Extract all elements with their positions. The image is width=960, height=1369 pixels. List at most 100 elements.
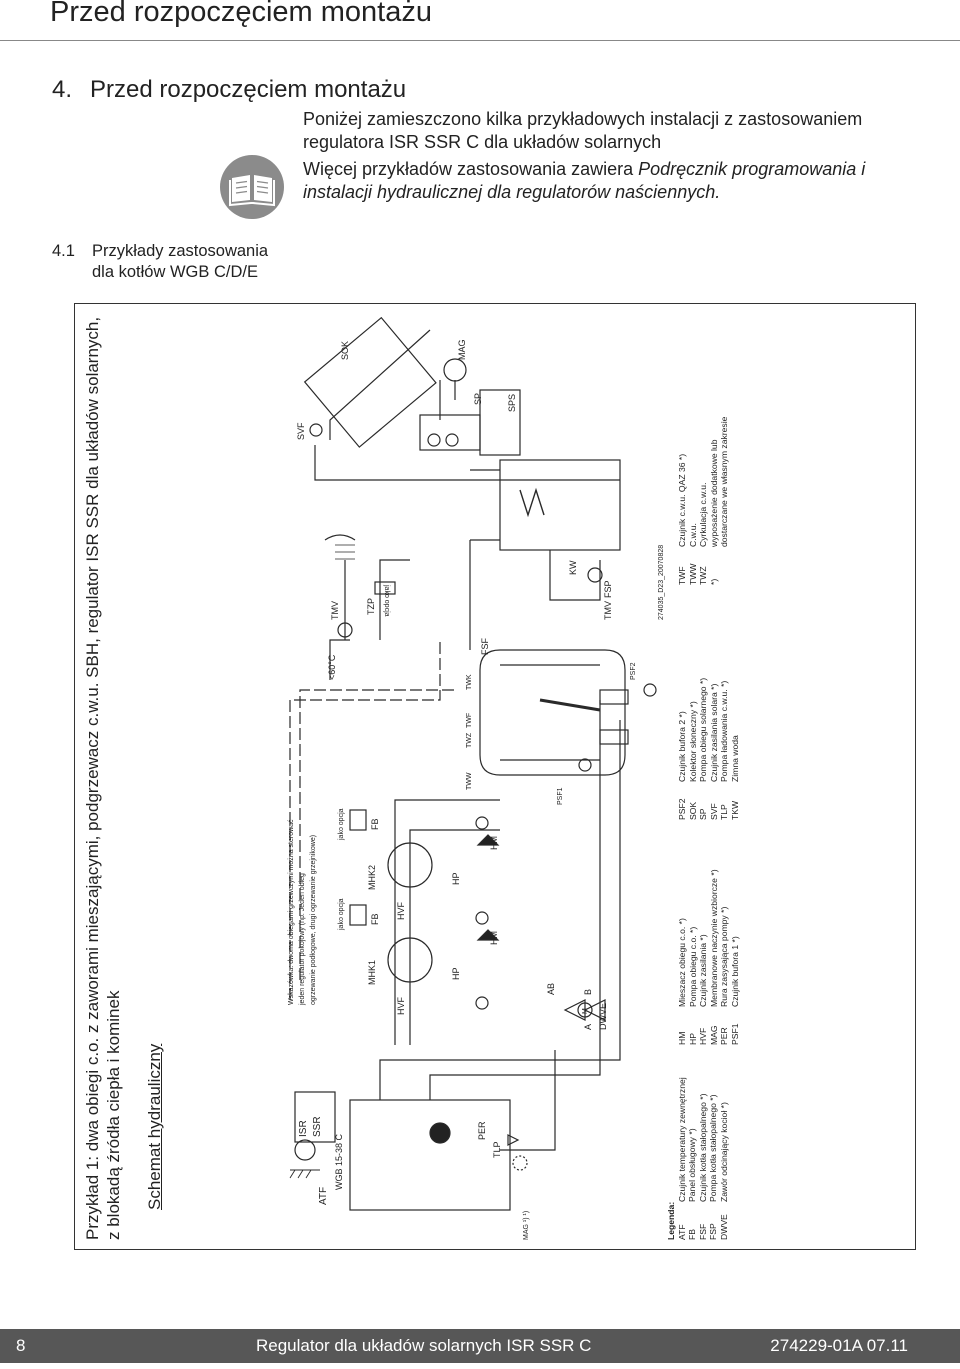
tww-label: TWW	[466, 772, 473, 791]
manual-reference: Podręcznik programowania i instalacji hy…	[303, 159, 866, 202]
legend-item: FSPPompa kotła stałopalnego *)	[708, 1094, 718, 1241]
option-label-3: jako opcja	[383, 585, 390, 617]
example-caption-line-2: z blokadą źródła ciepła i kominek	[104, 990, 123, 1240]
subsection-line-2: dla kotłów WGB C/D/E	[92, 263, 258, 281]
valve-m-label: M	[582, 1008, 589, 1014]
hvf-label-1: HVF	[396, 997, 406, 1015]
mag-label-2: MAG	[457, 339, 467, 360]
kw-label: KW	[568, 560, 578, 576]
legend-item: TWFCzujnik c.w.u. QAZ 36 *)	[677, 453, 687, 585]
dwve-label: DWVE	[598, 1003, 608, 1030]
subsection-number: 4.1	[52, 242, 75, 260]
controller-box	[294, 1091, 336, 1143]
footer-document-title: Regulator dla układów solarnych ISR SSR …	[256, 1336, 592, 1355]
per-pump	[429, 1122, 451, 1144]
tmv-label-2: TMV	[603, 601, 613, 620]
hm-label-2: HM	[489, 836, 499, 850]
running-header-title: Przed rozpoczęciem montażu	[50, 0, 432, 28]
legend-item: FBPanel obsługowy *)	[687, 1128, 697, 1240]
diagram-note-line-3: ogrzewanie podłogowe, drugi ogrzewanie g…	[310, 834, 317, 1005]
isr-label: ISR	[298, 1120, 309, 1137]
legend-heading: Legenda:	[666, 1201, 676, 1240]
example-caption-line-1: Przykład 1: dwa obiegi c.o. z zaworami m…	[83, 316, 102, 1240]
sps-label: SPS	[507, 393, 517, 412]
buffer-tank	[479, 649, 626, 776]
legend-item: HPPompa obiegu c.o. *)	[687, 926, 698, 1045]
mhk1-circle	[387, 937, 433, 983]
fsp-label: FSP	[603, 580, 613, 598]
intro-paragraph-2: Więcej przykładów zastosowania zawiera P…	[303, 158, 923, 204]
boiler-outline	[349, 1099, 511, 1211]
book-icon	[220, 155, 284, 219]
header-divider	[0, 40, 960, 41]
legend-item: PERRura zasysająca pompy *)	[719, 906, 729, 1045]
legend-col-3: PSF2Czujnik bufora 2 *) SOKKolektor słon…	[677, 630, 740, 820]
diagram-note-line-2: jeden regulator pokojowy (np. Jeden obie…	[299, 873, 306, 1005]
section-heading: Przed rozpoczęciem montażu	[90, 76, 407, 103]
solar-collector	[303, 316, 437, 448]
mhk2-label: MHK2	[367, 864, 377, 890]
tlp-label: TLP	[492, 1141, 502, 1158]
diagram-note: Wskazówka: dwoma obiegami grzewczymi moż…	[286, 819, 319, 1005]
drawing-code: 274035_D23_20070828	[658, 544, 665, 620]
dwve-motor	[577, 1002, 593, 1018]
svf-label: SVF	[296, 422, 306, 440]
twf-label: TWF	[466, 712, 473, 728]
mhk2-circle	[387, 842, 433, 888]
mag-label-1: MAG ¹) ¹)	[523, 1210, 530, 1240]
page-number: 8	[16, 1336, 26, 1355]
subsection-title: 4.1 Przykłady zastosowania dla kotłów WGB…	[52, 241, 268, 283]
sok-label: SOK	[340, 340, 350, 360]
legend-item: TKWZimna woda	[729, 735, 740, 820]
hp-label-1: HP	[451, 967, 461, 980]
legend-item: TWWC.w.u.	[687, 523, 698, 585]
sps-box	[479, 389, 521, 456]
legend-item: SOKKolektor słoneczny *)	[687, 701, 698, 820]
valve-b-label: B	[583, 988, 593, 995]
legend-item: TLPPompa ładowania c.w.u. *)	[719, 680, 729, 820]
option-label-2: jako opcja	[338, 808, 345, 840]
hydraulic-diagram-frame	[74, 303, 916, 1250]
legend-item: PSF1Czujnik bufora 1 *)	[729, 936, 740, 1045]
schema-title: Schemat hydrauliczny	[145, 1043, 164, 1210]
fsf-label: FSF	[480, 638, 490, 655]
valve-ab-label: AB	[546, 982, 556, 995]
section-title: 4. Przed rozpoczęciem montażu	[52, 76, 406, 104]
legend-col-2: HMMieszacz obiegu c.o. *) HPPompa obiegu…	[677, 855, 740, 1045]
fb-label-1: FB	[370, 913, 380, 925]
diagram-note-line-1: Wskazówka: dwoma obiegami grzewczymi moż…	[288, 819, 295, 1005]
ssr-label: SSR	[312, 1116, 323, 1137]
atf-label: ATF	[318, 1186, 329, 1205]
legend-item: FSFCzujnik kotła stałopalnego *)	[697, 1093, 708, 1240]
hm-label-1: HM	[489, 931, 499, 945]
legend-item: HMMieszacz obiegu c.o. *)	[677, 918, 687, 1045]
legend-item: SVFCzujnik zasilania solara *)	[708, 683, 719, 820]
legend-col-4: TWFCzujnik c.w.u. QAZ 36 *) TWWC.w.u. TW…	[677, 385, 730, 585]
solar-station	[419, 414, 481, 451]
example-caption: Przykład 1: dwa obiegi c.o. z zaworami m…	[82, 317, 124, 1240]
legend-item: MAGMembranowe naczynie wzbiorcze *)	[708, 869, 719, 1045]
boiler-label: WGB 15-38 C	[334, 1133, 344, 1190]
legend-item: PSF2Czujnik bufora 2 *)	[677, 711, 687, 820]
fb-label-2: FB	[370, 818, 380, 830]
mhk1-label: MHK1	[367, 959, 377, 985]
legend-item: SPPompa obiegu solarnego *)	[698, 677, 708, 820]
per-label: PER	[477, 1121, 487, 1140]
intro-paragraph-2-lead: Więcej przykładów zastosowania zawiera	[303, 159, 639, 179]
legend-item: DWVEZawór odcinający kocioł *)	[718, 1102, 729, 1240]
twz-label: TWZ	[466, 732, 473, 748]
legend-item: *)wyposażenie dodatkowe lub	[708, 439, 719, 586]
subsection-line-1: Przykłady zastosowania	[92, 242, 269, 260]
page-footer: 8 Regulator dla układów solarnych ISR SS…	[0, 1329, 960, 1363]
section-number: 4.	[52, 76, 73, 103]
tmv-label-1: TMV	[330, 601, 340, 620]
twk-label: TWK	[466, 674, 473, 690]
legend-item: TWZCyrkulacja c.w.u.	[698, 482, 708, 585]
legend-item: dostarczane we własnym zakresie	[719, 416, 729, 547]
temp-limit-label: <60°C	[327, 654, 337, 680]
legend-col-1: Legenda: ATFCzujnik temperatury zewnętrz…	[666, 1060, 729, 1240]
legend-item: HVFCzujnik zasilania *)	[698, 934, 708, 1045]
tzp-label: TZP	[366, 598, 376, 615]
psf1-label: PSF1	[557, 787, 564, 805]
